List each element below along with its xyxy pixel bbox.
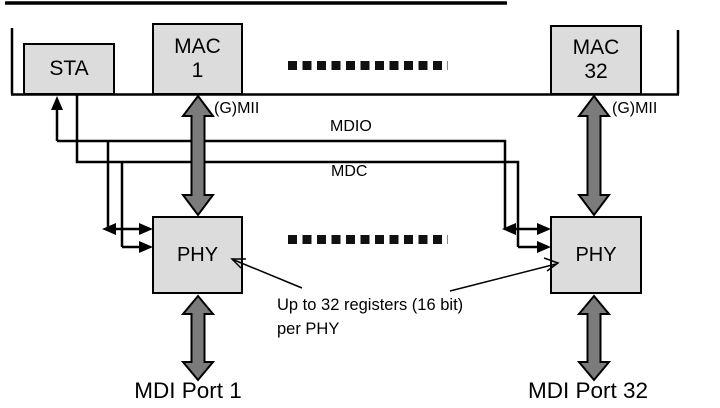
mdio-phy32-arrowhead-left-icon xyxy=(502,223,516,235)
mdio-label: MDIO xyxy=(330,118,372,135)
annotation-leader-phy32-line xyxy=(449,263,557,292)
mdc-label: MDC xyxy=(331,163,368,180)
mdc-phy1-arrowhead-icon xyxy=(139,241,153,253)
mdio-phy1-arrowhead-left-icon xyxy=(102,223,116,235)
register-annotation-line1: Up to 32 registers (16 bit) xyxy=(277,296,464,314)
gmii-label-right: (G)MII xyxy=(612,100,658,117)
mac1-box: MAC 1 xyxy=(152,23,243,95)
mac32-label-line1: MAC xyxy=(572,36,620,59)
annotation-leader-phy32-arrowhead-icon xyxy=(543,257,560,272)
sta-label: STA xyxy=(49,57,89,80)
register-annotation-line2: per PHY xyxy=(277,320,340,338)
mdi-arrow-phy1-port1 xyxy=(180,294,216,382)
register-annotation: Up to 32 registers (16 bit) per PHY xyxy=(277,293,463,341)
mdio-bus-line xyxy=(57,139,507,229)
annotation-leader-phy1-arrowhead-icon xyxy=(230,258,246,269)
mdi-port1-label: MDI Port 1 xyxy=(134,378,242,403)
mdio-phy32-arrowhead-right-icon xyxy=(537,223,551,235)
mac32-label-line2: 32 xyxy=(584,60,608,83)
mdi-arrow-phy32-port32 xyxy=(576,294,612,382)
mac32-box: MAC 32 xyxy=(550,25,642,95)
mac1-label-line1: MAC xyxy=(174,35,221,58)
mdio-to-sta-arrowhead-icon xyxy=(51,96,63,110)
mdio-phy1-arrowhead-right-icon xyxy=(139,223,153,235)
gmii-arrow-mac1-phy1 xyxy=(181,94,215,217)
annotation-leader-phy1-line xyxy=(233,259,303,289)
phy1-box: PHY xyxy=(152,216,243,294)
mdc-phy32-arrowhead-icon xyxy=(537,241,551,253)
gmii-label-left: (G)MII xyxy=(214,100,260,117)
gmii-arrow-mac32-phy32 xyxy=(577,94,611,217)
phy32-box: PHY xyxy=(550,216,642,294)
mdi-port32-label: MDI Port 32 xyxy=(527,378,649,403)
mdc-bus-line xyxy=(75,95,520,247)
phy1-label: PHY xyxy=(176,244,219,266)
phy32-label: PHY xyxy=(575,244,617,266)
mac1-label-line2: 1 xyxy=(191,59,204,82)
phy-ellipsis-dots xyxy=(288,235,448,244)
mac-ellipsis-dots xyxy=(288,61,448,70)
